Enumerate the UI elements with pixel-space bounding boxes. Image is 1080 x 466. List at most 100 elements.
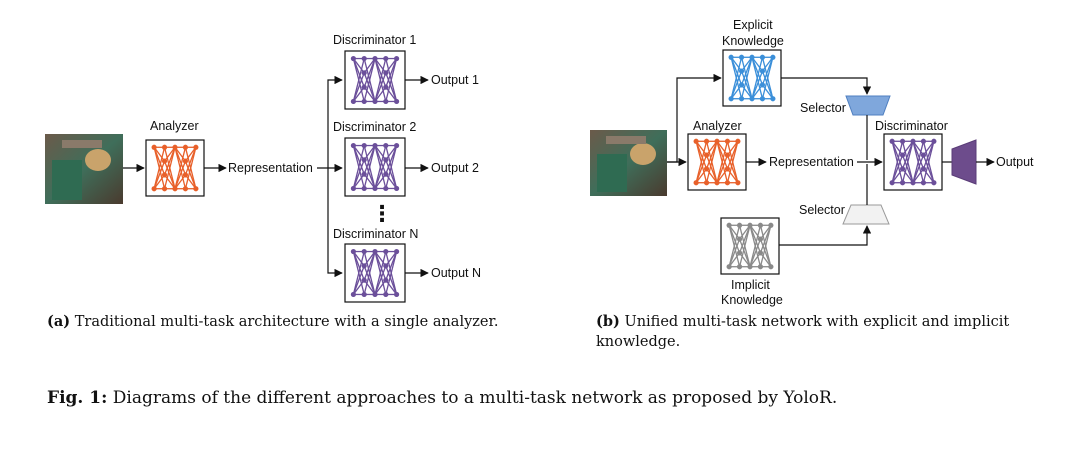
network-edge <box>153 160 166 189</box>
network-edge <box>891 140 904 156</box>
arrow-implicit-selector <box>779 225 872 246</box>
network-node <box>361 157 367 163</box>
network-node <box>738 54 745 60</box>
network-node <box>703 166 710 172</box>
network-node <box>703 138 710 144</box>
arrow-branch-disc1 <box>327 75 343 168</box>
network-edge <box>153 146 166 162</box>
network-node <box>383 70 389 76</box>
network-node <box>889 138 895 144</box>
network-node <box>193 144 199 150</box>
output-block-trapezoid <box>951 139 977 185</box>
network-edge <box>374 86 387 102</box>
network-node <box>757 222 764 228</box>
network-edge <box>728 252 741 268</box>
panel-b: Explicit Knowledge Analyzer Implicit Kno… <box>590 18 1034 307</box>
network-edge <box>695 154 708 183</box>
network-node <box>770 96 776 102</box>
explicit-label-line2: Knowledge <box>722 34 784 48</box>
network-edge <box>363 173 376 189</box>
network-node <box>749 54 755 60</box>
network-node <box>728 96 734 102</box>
discriminator-network-icon-b <box>889 138 937 186</box>
discriminator-label-b: Discriminator <box>875 119 948 133</box>
network-edge <box>374 173 387 189</box>
caption-b-tag: (b) <box>596 313 620 330</box>
network-node <box>361 248 367 255</box>
network-edge <box>912 154 925 183</box>
network-node <box>161 186 168 192</box>
network-edge <box>352 72 365 102</box>
analyzer-network-icon-b <box>693 138 741 186</box>
network-node <box>768 264 774 270</box>
network-node <box>383 157 389 163</box>
network-edge <box>374 58 387 102</box>
network-node <box>910 138 916 144</box>
network-edge <box>912 168 924 184</box>
network-node <box>383 142 389 149</box>
analyzer-label-b: Analyzer <box>693 119 742 133</box>
network-node <box>736 250 743 256</box>
network-node <box>361 98 367 105</box>
network-node <box>728 54 734 60</box>
network-node <box>759 96 766 102</box>
figure-caption-tag: Fig. 1: <box>47 388 108 408</box>
network-node <box>372 185 378 192</box>
network-edge <box>385 251 398 267</box>
network-edge <box>901 141 914 183</box>
network-edge <box>164 174 176 190</box>
network-edge <box>761 70 774 99</box>
network-edge <box>153 147 166 189</box>
network-edge <box>153 174 166 190</box>
network-edge <box>716 154 729 183</box>
network-edge <box>363 251 376 267</box>
network-node <box>714 138 720 144</box>
network-edge <box>716 168 728 184</box>
network-edge <box>759 224 772 240</box>
network-edge <box>730 56 743 72</box>
network-edge <box>738 238 751 267</box>
network-edge <box>728 225 741 267</box>
network-node <box>910 180 916 186</box>
network-node <box>920 166 927 172</box>
caption-a-tag: (a) <box>47 313 71 330</box>
network-edge <box>352 58 365 102</box>
network-node <box>350 248 356 255</box>
network-node <box>770 54 776 60</box>
network-edge <box>385 173 398 189</box>
network-edge <box>174 174 186 190</box>
network-node <box>899 138 906 144</box>
network-edge <box>922 141 935 183</box>
network-node <box>350 291 356 298</box>
network-node <box>747 264 753 270</box>
network-edge <box>385 86 398 102</box>
network-node <box>724 152 731 158</box>
network-edge <box>726 154 739 183</box>
network-edge <box>374 58 387 74</box>
network-edge <box>352 251 365 295</box>
input-photo-a <box>45 134 123 204</box>
network-node <box>736 236 743 242</box>
network-edge <box>706 168 718 184</box>
network-edge <box>374 265 387 295</box>
network-node <box>383 98 389 105</box>
network-node <box>372 291 378 298</box>
network-edge <box>749 252 761 268</box>
network-edge <box>374 159 387 189</box>
network-node <box>394 98 400 105</box>
implicit-label-line2: Knowledge <box>721 293 783 307</box>
selector-bottom-label: Selector <box>799 203 845 217</box>
network-edge <box>385 159 398 189</box>
network-node <box>182 186 189 192</box>
network-edge <box>705 141 718 183</box>
network-edge <box>751 56 763 72</box>
network-edge <box>716 140 728 156</box>
network-edge <box>728 238 741 267</box>
network-edge <box>749 225 762 267</box>
network-node <box>151 144 157 150</box>
network-node <box>182 144 189 150</box>
network-edge <box>741 84 753 100</box>
implicit-network-icon <box>726 222 774 270</box>
network-node <box>182 158 189 164</box>
network-edge <box>184 147 197 189</box>
